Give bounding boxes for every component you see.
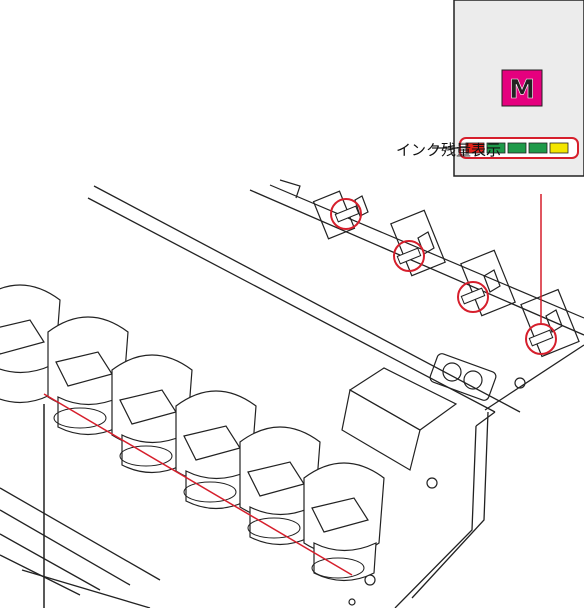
ink-pack-5 (303, 462, 385, 582)
ink-pack-3 (175, 390, 257, 510)
color-letter: M (509, 75, 535, 105)
led-segments (465, 142, 569, 154)
led-segment-1 (486, 142, 506, 154)
sensor-circle-2 (393, 240, 425, 272)
connector-plate (348, 353, 526, 606)
led-segment-3 (528, 142, 548, 154)
led-segment-2 (507, 142, 527, 154)
sensor-chips (334, 205, 554, 347)
ink-pack-0 (0, 284, 61, 404)
led-segment-0 (465, 142, 485, 154)
indicator-leaders (432, 147, 542, 324)
ink-level-display-label: インク残量表示 (396, 141, 502, 159)
led-segment-4 (549, 142, 569, 154)
ink-pack-holders (0, 284, 385, 582)
ink-pack-1 (47, 316, 129, 436)
pack-base-rings (53, 407, 365, 579)
sensor-circle-1 (330, 198, 362, 230)
pack-row-underline (43, 393, 353, 576)
indicator-panel: M (453, 0, 584, 177)
color-letter-tile (501, 69, 543, 107)
ink-pack-2 (111, 354, 193, 474)
cover-window (341, 367, 458, 471)
pack-callout (43, 393, 353, 608)
sensor-circle-3 (457, 281, 489, 313)
ink-slot-row (269, 179, 584, 358)
sensor-highlight-circles (330, 198, 557, 355)
ink-pack-4 (239, 426, 321, 546)
